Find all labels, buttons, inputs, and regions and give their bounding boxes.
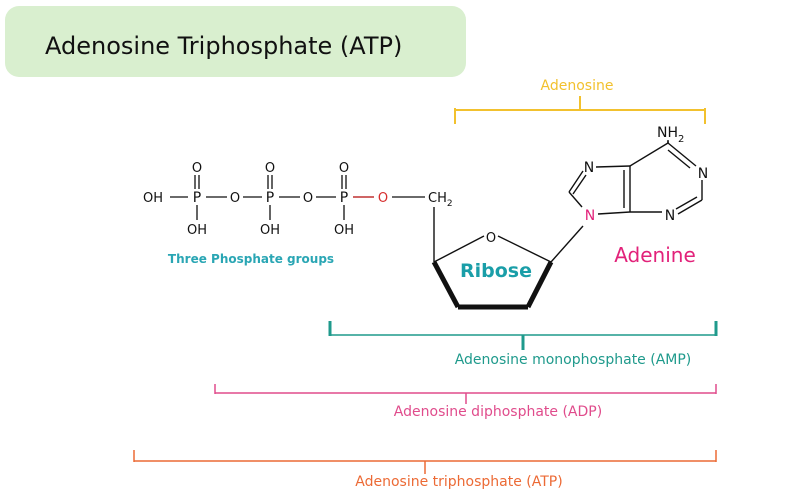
bridge-oxygen-1: O	[230, 191, 240, 206]
phosphorus-2: P	[266, 190, 274, 206]
amp-label: Adenosine monophosphate (AMP)	[455, 352, 692, 368]
amine-subscript: 2	[678, 134, 684, 145]
adenine-bonds	[568, 140, 703, 215]
hydroxyl-terminal: OH	[143, 191, 163, 206]
phosphate-3-hydroxyl: OH	[334, 223, 354, 238]
methylene-subscript: 2	[447, 199, 453, 209]
adenine-n7: N	[584, 160, 594, 176]
title-banner: Adenosine Triphosphate (ATP)	[5, 6, 466, 77]
amp-bracket	[328, 321, 718, 350]
methylene-symbol: CH	[428, 191, 447, 206]
phosphate-2-hydroxyl: OH	[260, 223, 280, 238]
ribose-ring	[433, 207, 584, 263]
phosphate-3-double-oxygen: O	[339, 161, 349, 176]
adenine-n1: N	[698, 166, 708, 182]
ribose-label: Ribose	[460, 260, 532, 282]
ribose-bold-bonds	[431, 260, 554, 310]
adenine-label: Adenine	[614, 243, 696, 267]
phosphorus-3: P	[340, 190, 348, 206]
adenosine-label: Adenosine	[541, 78, 614, 94]
three-phosphate-groups-label: Three Phosphate groups	[168, 252, 334, 266]
atp-label: Adenosine triphosphate (ATP)	[355, 474, 562, 490]
phosphate-2-double-oxygen: O	[265, 161, 275, 176]
ribose-ring-oxygen: O	[486, 231, 496, 246]
adp-label: Adenosine diphosphate (ADP)	[394, 404, 602, 420]
phosphate-chain-bonds	[170, 175, 425, 220]
diagram-title: Adenosine Triphosphate (ATP)	[45, 32, 403, 60]
amine-group: NH2	[657, 125, 684, 145]
amine-symbol: NH	[657, 125, 678, 141]
phosphate-1-hydroxyl: OH	[187, 223, 207, 238]
methylene-group: CH2	[428, 191, 453, 209]
ester-oxygen: O	[378, 191, 388, 206]
phosphate-1-double-oxygen: O	[192, 161, 202, 176]
adenine-n3: N	[665, 208, 675, 224]
adenine-n9: N	[585, 208, 595, 224]
atp-bracket	[133, 450, 717, 474]
adenosine-bracket	[454, 96, 706, 124]
bridge-oxygen-2: O	[303, 191, 313, 206]
adp-bracket	[214, 384, 717, 404]
phosphorus-1: P	[193, 190, 201, 206]
